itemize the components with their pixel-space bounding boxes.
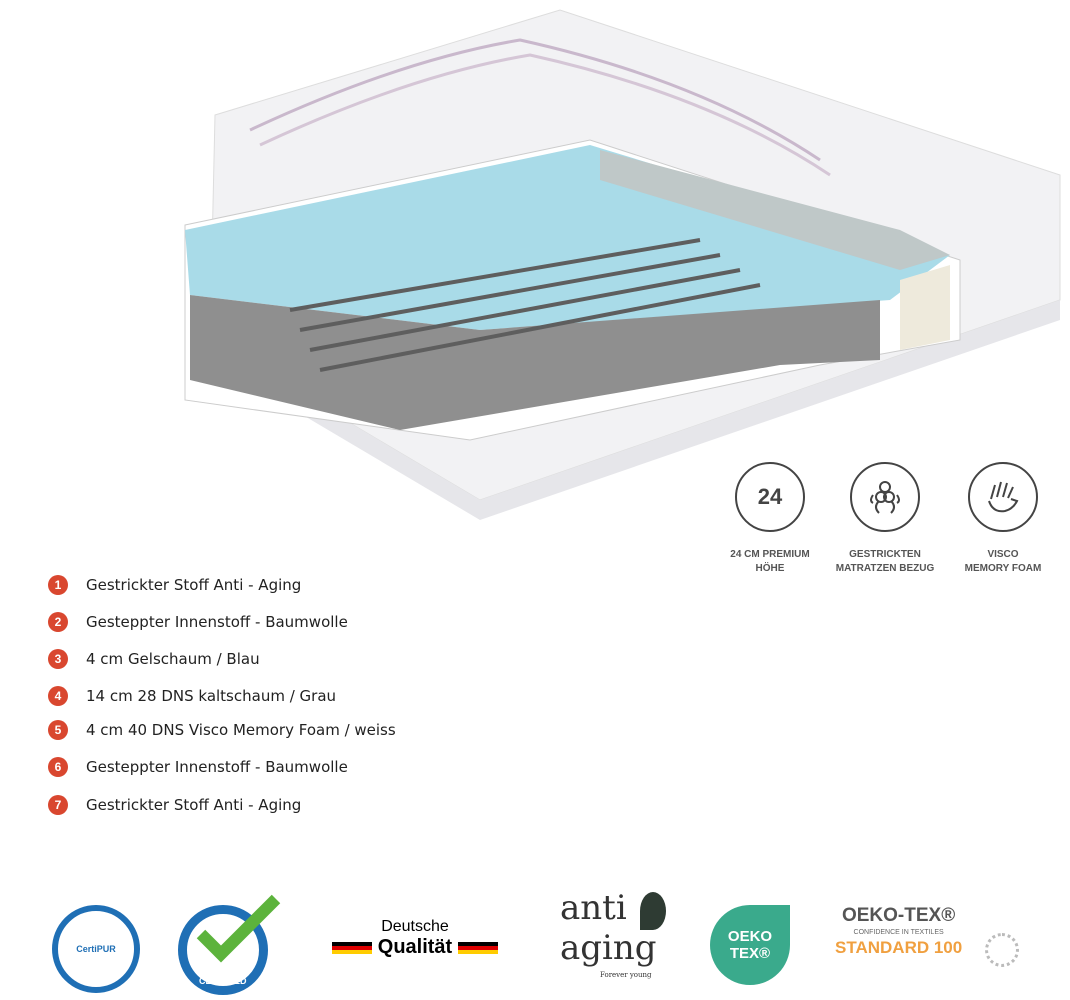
layer-text: Gesteppter Innenstoff - Baumwolle bbox=[86, 613, 348, 631]
list-item: 3 4 cm Gelschaum / Blau bbox=[48, 649, 260, 669]
layer-text: Gestrickter Stoff Anti - Aging bbox=[86, 796, 302, 814]
feature-height: 24 24 CM PREMIUM HÖHE bbox=[710, 462, 830, 576]
deutsche-qualitaet-logo: Deutsche Qualität bbox=[330, 918, 500, 959]
oeko-text: OEKO bbox=[727, 928, 773, 945]
knit-icon bbox=[850, 462, 920, 532]
feature-knit-cover: GESTRICKTEN MATRATZEN BEZUG bbox=[825, 462, 945, 576]
certipur-text: CertiPUR bbox=[76, 944, 116, 954]
hand-icon bbox=[968, 462, 1038, 532]
certipur-logo: CertiPUR bbox=[52, 905, 140, 993]
layer-number: 3 bbox=[48, 649, 68, 669]
list-item: 1 Gestrickter Stoff Anti - Aging bbox=[48, 575, 301, 595]
list-item: 5 4 cm 40 DNS Visco Memory Foam / weiss bbox=[48, 720, 396, 740]
oekotex-title: OEKO-TEX® bbox=[841, 905, 956, 926]
leaf-icon bbox=[640, 892, 666, 930]
layer-number: 1 bbox=[48, 575, 68, 595]
layer-number: 4 bbox=[48, 686, 68, 706]
layer-text: 14 cm 28 DNS kaltschaum / Grau bbox=[86, 687, 337, 705]
anti-aging-logo: anti aging Forever young bbox=[560, 888, 666, 980]
layer-number: 2 bbox=[48, 612, 68, 632]
layer-text: Gesteppter Innenstoff - Baumwolle bbox=[86, 758, 348, 776]
feature-memory-foam: VISCO MEMORY FOAM bbox=[943, 462, 1063, 576]
feature-label: VISCO MEMORY FOAM bbox=[964, 549, 1042, 574]
german-flag-icon bbox=[331, 941, 372, 954]
layer-text: 4 cm 40 DNS Visco Memory Foam / weiss bbox=[86, 721, 396, 739]
forever-young-text: Forever young bbox=[600, 971, 652, 979]
list-item: 7 Gestrickter Stoff Anti - Aging bbox=[48, 795, 301, 815]
layer-number: 5 bbox=[48, 720, 68, 740]
feature-label: 24 CM PREMIUM HÖHE bbox=[730, 549, 810, 574]
certified-logo: CERTIFIED bbox=[178, 894, 281, 995]
feature-label: GESTRICKTEN MATRATZEN BEZUG bbox=[835, 549, 935, 574]
german-flag-icon bbox=[458, 941, 499, 954]
mattress-cutaway-illustration bbox=[184, 9, 1061, 520]
certified-text: CERTIFIED bbox=[199, 976, 247, 986]
layer-text: 4 cm Gelschaum / Blau bbox=[86, 650, 260, 668]
qualitaet-text: Qualität bbox=[377, 936, 453, 958]
tex-text: TEX® bbox=[729, 945, 771, 962]
number-24-icon: 24 bbox=[735, 462, 805, 532]
oeko-tex-logo: OEKO TEX® bbox=[710, 905, 790, 985]
anti-text: anti bbox=[560, 888, 627, 928]
deutsche-text: Deutsche bbox=[381, 918, 449, 935]
list-item: 4 14 cm 28 DNS kaltschaum / Grau bbox=[48, 686, 336, 706]
checkmark-icon bbox=[196, 894, 281, 963]
list-item: 6 Gesteppter Innenstoff - Baumwolle bbox=[48, 757, 348, 777]
flower-icon bbox=[985, 933, 1019, 967]
oekotex-standard: STANDARD 100 bbox=[835, 938, 963, 957]
list-item: 2 Gesteppter Innenstoff - Baumwolle bbox=[48, 612, 348, 632]
aging-text: aging bbox=[560, 928, 657, 968]
layer-number: 6 bbox=[48, 757, 68, 777]
layer-number: 7 bbox=[48, 795, 68, 815]
oekotex-subtitle: CONFIDENCE IN TEXTILES bbox=[853, 929, 944, 936]
oeko-tex-standard-100-logo: OEKO-TEX® CONFIDENCE IN TEXTILES STANDAR… bbox=[835, 905, 1019, 967]
layer-text: Gestrickter Stoff Anti - Aging bbox=[86, 576, 302, 594]
